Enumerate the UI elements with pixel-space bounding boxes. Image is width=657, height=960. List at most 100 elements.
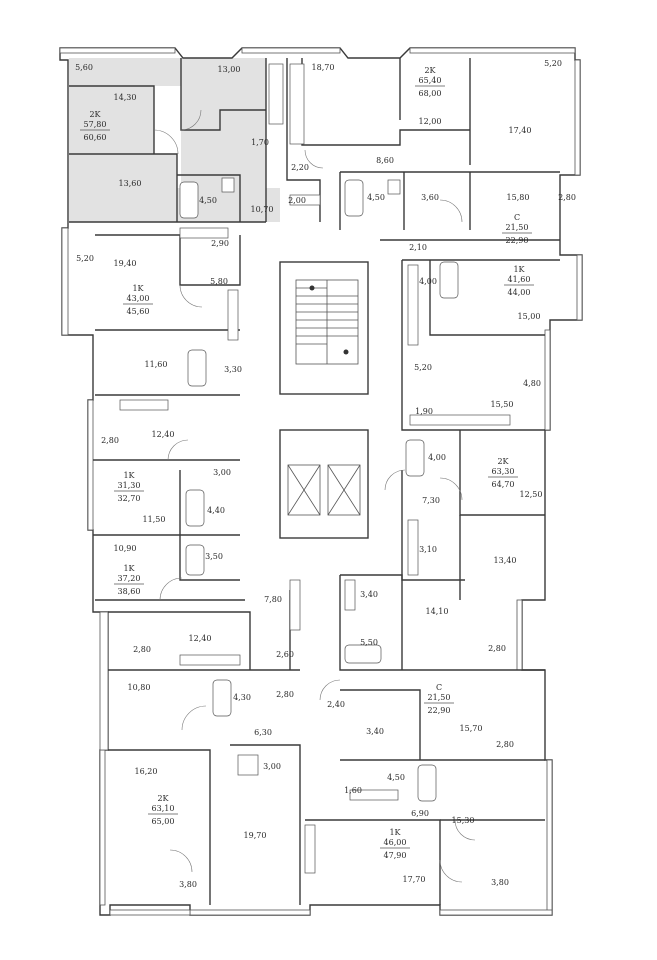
room-label: 3,40 — [360, 590, 378, 599]
room-label: 2,90 — [211, 239, 229, 248]
apartment-area-total: 44,00 — [508, 288, 531, 297]
fixtures — [119, 63, 511, 874]
apartment-area-living: 37,20 — [118, 574, 141, 583]
apartment-area-total: 65,00 — [152, 817, 175, 826]
apartment-type: C — [436, 683, 442, 692]
apartment-area-living: 63,10 — [152, 804, 175, 813]
apartment-area-living: 65,40 — [419, 76, 442, 85]
room-label: 10,70 — [251, 205, 274, 214]
room-label: 12,40 — [189, 634, 212, 643]
apartment-area-living: 63,30 — [492, 467, 515, 476]
apartment-area-total: 60,60 — [84, 133, 107, 142]
room-label: 12,50 — [520, 490, 543, 499]
apartment-label: 1K 37,20 38,60 — [114, 564, 144, 596]
room-label: 7,30 — [422, 496, 440, 505]
room-label: 3,40 — [366, 727, 384, 736]
room-label: 1,70 — [251, 138, 269, 147]
room-label: 3,60 — [421, 193, 439, 202]
room-label: 3,80 — [491, 878, 509, 887]
room-label: 2,80 — [101, 436, 119, 445]
room-label: 4,40 — [207, 506, 225, 515]
apartment-type: 2K — [497, 457, 509, 466]
room-label: 5,20 — [544, 59, 562, 68]
apartment-area-living: 57,80 — [84, 120, 107, 129]
room-label: 11,50 — [143, 515, 166, 524]
apartment-label: 2K 63,10 65,00 — [148, 794, 178, 826]
room-label: 12,00 — [419, 117, 442, 126]
room-label: 1,60 — [344, 786, 362, 795]
room-label: 13,00 — [218, 65, 241, 74]
room-label: 3,10 — [419, 545, 437, 554]
apartment-label: C 21,50 22,90 — [502, 213, 532, 245]
apartment-area-total: 22,90 — [506, 236, 529, 245]
apartment-label: 1K 41,60 44,00 — [504, 265, 534, 297]
room-label: 2,80 — [276, 690, 294, 699]
room-label: 4,00 — [428, 453, 446, 462]
room-label: 12,40 — [152, 430, 175, 439]
apartment-type: 1K — [123, 564, 135, 573]
room-label: 19,70 — [244, 831, 267, 840]
apartment-type: 1K — [513, 265, 525, 274]
apartment-area-total: 64,70 — [492, 480, 515, 489]
apartment-area-living: 31,30 — [118, 481, 141, 490]
room-label: 19,40 — [114, 259, 137, 268]
apartment-area-living: 43,00 — [127, 294, 150, 303]
room-label: 1,90 — [415, 407, 433, 416]
apartment-type: 2K — [89, 110, 101, 119]
room-label: 3,30 — [224, 365, 242, 374]
room-label: 2,10 — [409, 243, 427, 252]
doors — [153, 109, 476, 883]
apartment-area-total: 68,00 — [419, 89, 442, 98]
room-label: 13,40 — [494, 556, 517, 565]
room-label: 7,80 — [264, 595, 282, 604]
area-labels: 5,60 13,00 14,30 2K 57,80 60,60 1,70 13,… — [75, 59, 576, 889]
apartment-area-total: 32,70 — [118, 494, 141, 503]
apartment-area-total: 47,90 — [384, 851, 407, 860]
apartment-area-living: 46,00 — [384, 838, 407, 847]
apartment-label: 2K 65,40 68,00 — [415, 66, 445, 98]
apartment-type: 1K — [123, 471, 135, 480]
room-label: 5,20 — [414, 363, 432, 372]
room-label: 3,50 — [205, 552, 223, 561]
room-label: 4,50 — [387, 773, 405, 782]
room-label: 8,60 — [376, 156, 394, 165]
apartment-label: C 21,50 22,90 — [424, 683, 454, 715]
room-label: 4,50 — [367, 193, 385, 202]
apartment-label: 1K 31,30 32,70 — [114, 471, 144, 503]
apartment-label: 1K 43,00 45,60 — [123, 284, 153, 316]
stair-core — [279, 261, 369, 539]
room-label: 2,80 — [133, 645, 151, 654]
room-label: 3,00 — [263, 762, 281, 771]
room-label: 11,60 — [145, 360, 168, 369]
room-label: 18,70 — [312, 63, 335, 72]
room-label: 15,80 — [507, 193, 530, 202]
room-label: 3,80 — [179, 880, 197, 889]
room-label: 5,80 — [210, 277, 228, 286]
apartment-type: 2K — [424, 66, 436, 75]
room-label: 2,80 — [488, 644, 506, 653]
room-label: 4,50 — [199, 196, 217, 205]
apartment-type: C — [514, 213, 520, 222]
room-label: 4,30 — [233, 693, 251, 702]
room-label: 5,50 — [360, 638, 378, 647]
room-label: 13,60 — [119, 179, 142, 188]
room-label: 4,80 — [523, 379, 541, 388]
room-label: 15,50 — [491, 400, 514, 409]
room-label: 6,30 — [254, 728, 272, 737]
room-label: 5,60 — [75, 63, 93, 72]
apartment-area-living: 21,50 — [428, 693, 451, 702]
apartment-area-total: 45,60 — [127, 307, 150, 316]
apartment-area-total: 22,90 — [428, 706, 451, 715]
room-label: 15,70 — [460, 724, 483, 733]
room-label: 5,20 — [76, 254, 94, 263]
apartment-type: 2K — [157, 794, 169, 803]
apartment-area-living: 41,60 — [508, 275, 531, 284]
room-label: 17,70 — [403, 875, 426, 884]
windows — [59, 47, 583, 916]
room-label: 15,30 — [452, 816, 475, 825]
apartment-label: 2K 63,30 64,70 — [488, 457, 518, 489]
apartment-type: 1K — [389, 828, 401, 837]
apartment-area-living: 21,50 — [506, 223, 529, 232]
room-label: 14,10 — [426, 607, 449, 616]
